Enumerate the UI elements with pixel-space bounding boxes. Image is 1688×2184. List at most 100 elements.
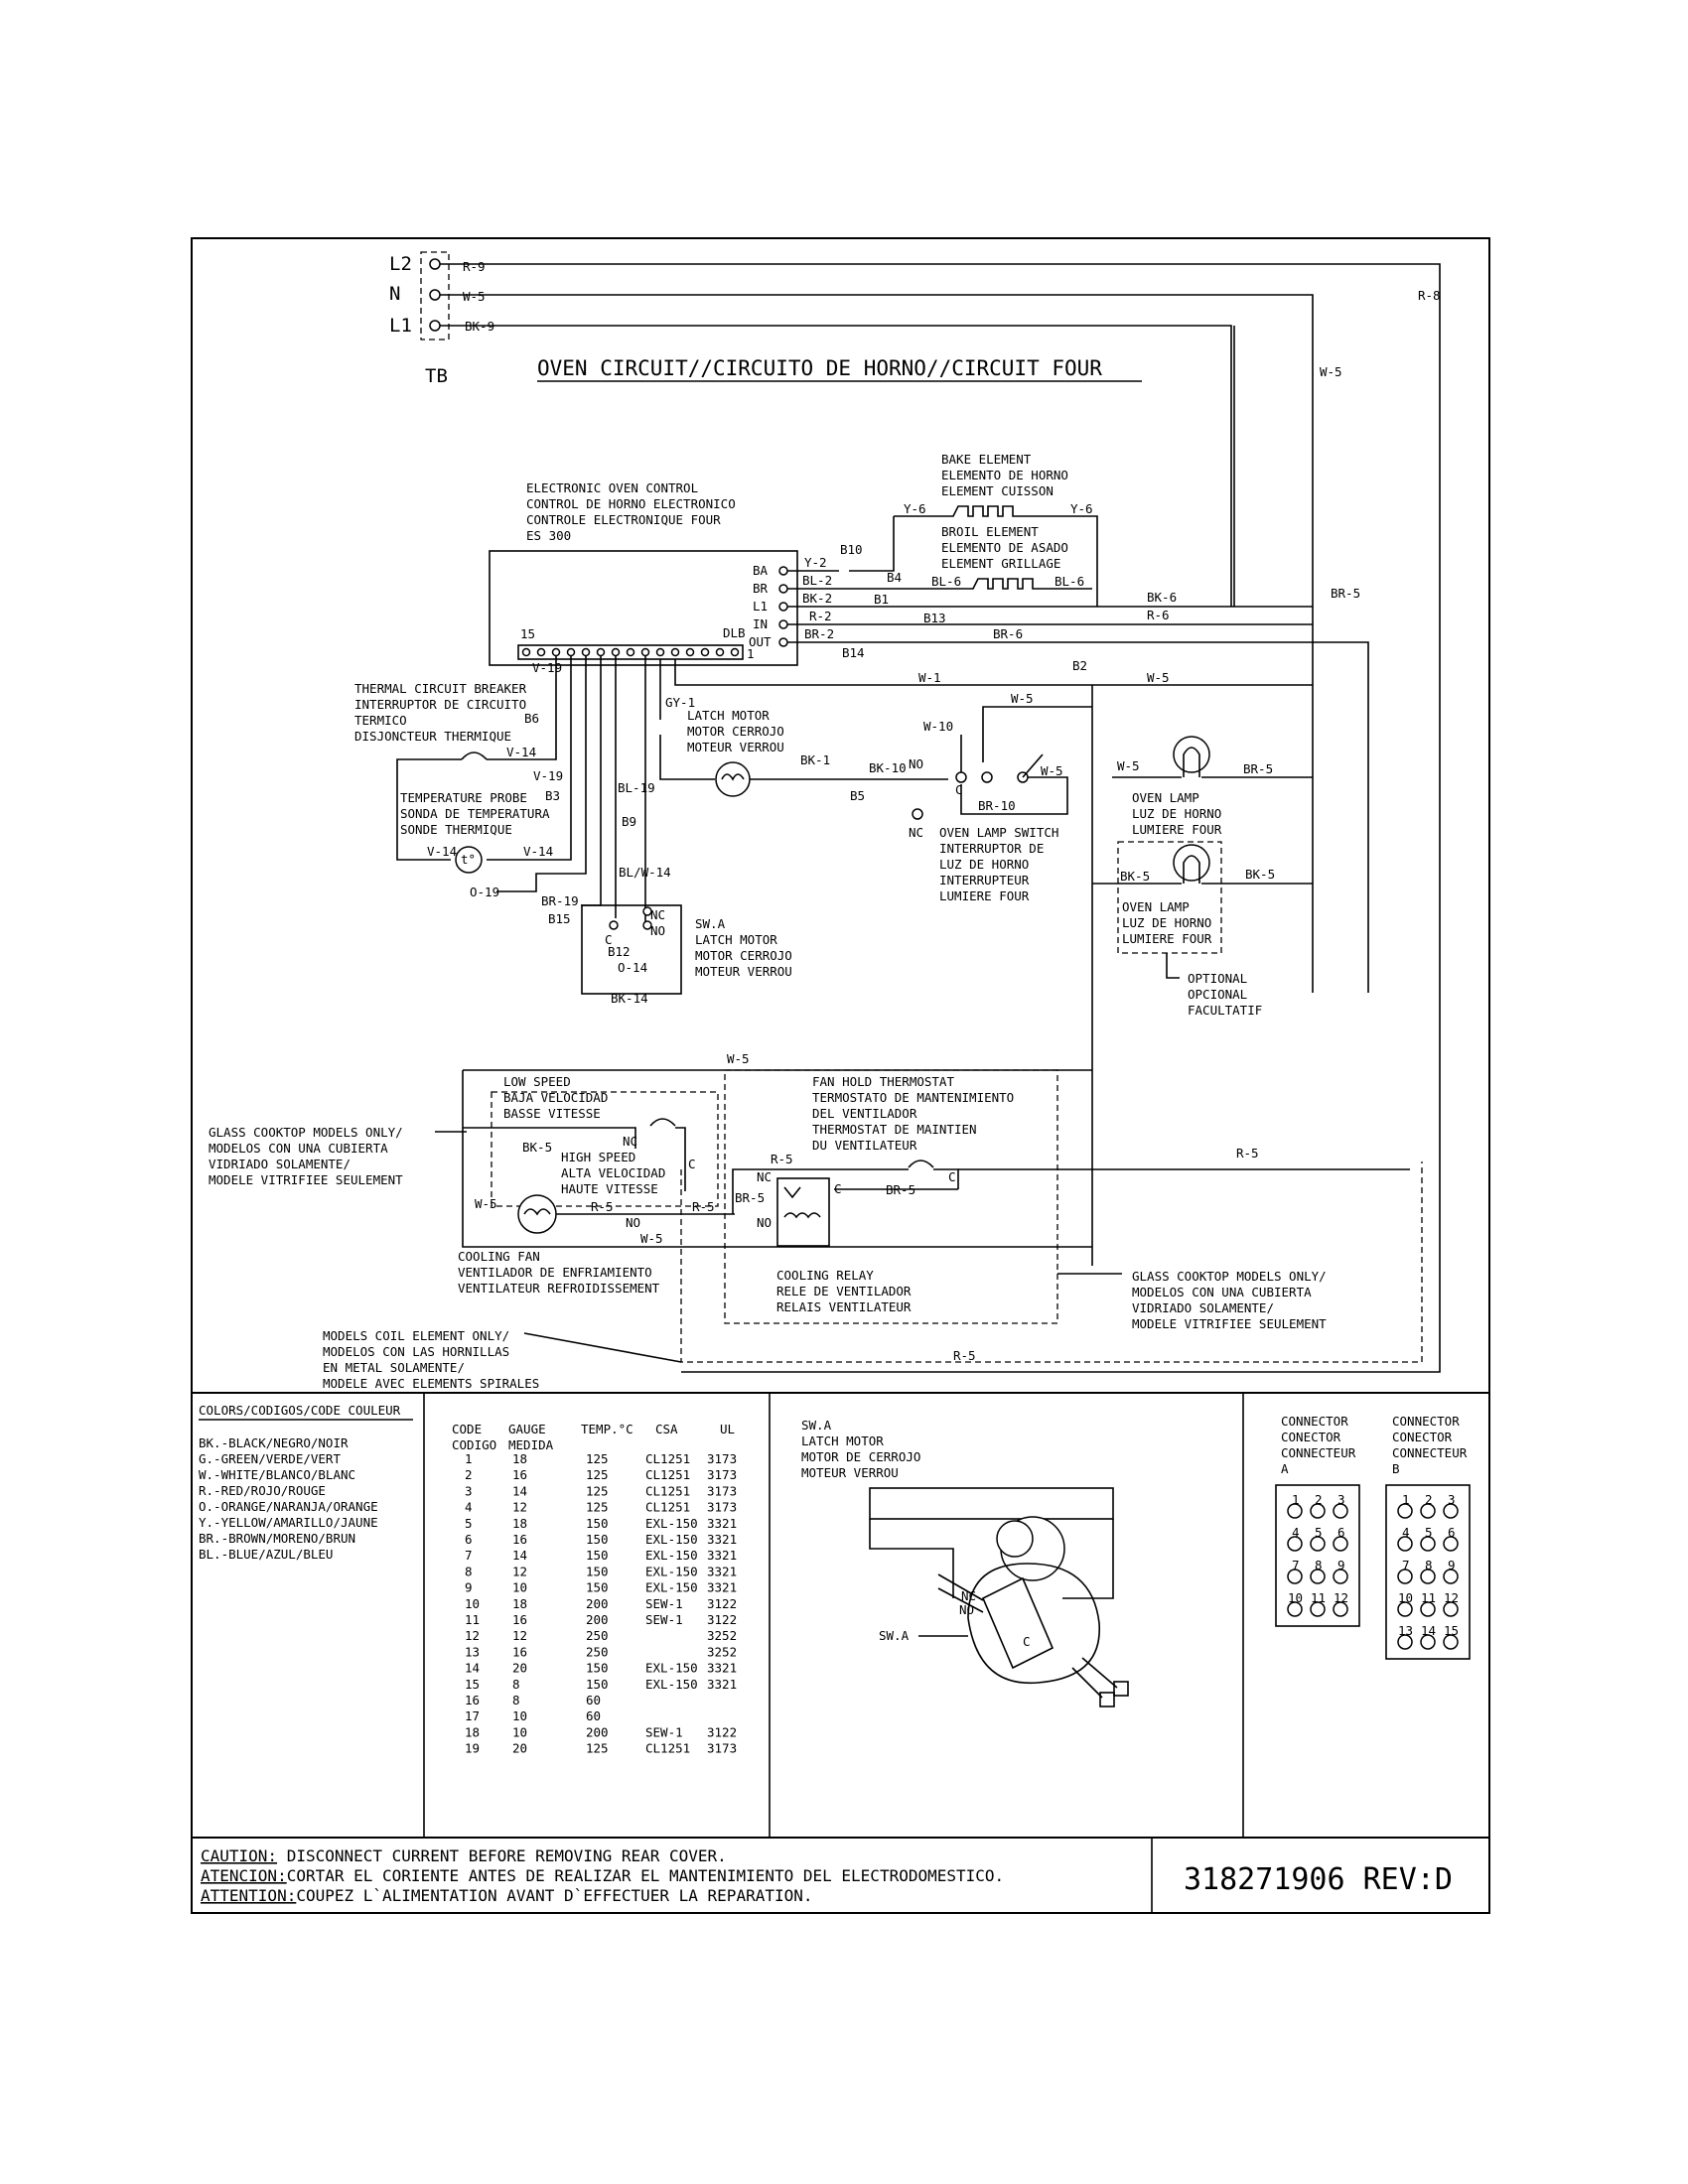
table-cell: 14 <box>512 1483 527 1498</box>
connector-pin-label: 7 <box>1402 1558 1410 1572</box>
connector-a-body <box>1275 1484 1360 1627</box>
table-cell: 150 <box>586 1677 609 1692</box>
table-cell: 18 <box>512 1596 527 1611</box>
table-cell: 16 <box>512 1467 527 1482</box>
oven-lamp-1: W-5 BR-5 OVEN LAMP LUZ DE HORNO LUMIERE … <box>1112 736 1313 837</box>
glass-right-label-4: MODELE VITRIFIEE SEULEMENT <box>1132 1316 1327 1331</box>
wire-label-v14a: V-14 <box>506 745 536 759</box>
table-cell: CL1251 <box>645 1483 690 1498</box>
thermal-label-3: TERMICO <box>354 713 407 728</box>
wire-label-bk6: BK-6 <box>1147 590 1177 605</box>
table-cell: EXL-150 <box>645 1516 698 1531</box>
connector-pin-label: 2 <box>1315 1492 1323 1507</box>
wire-label-b12: B12 <box>608 944 631 959</box>
broil-label-3: ELEMENT GRILLAGE <box>941 556 1060 571</box>
wire-label-bk2: BK-2 <box>802 591 832 606</box>
glass-left-label-1: GLASS COOKTOP MODELS ONLY/ <box>209 1125 403 1140</box>
wire-label-br5: BR-5 <box>1331 586 1360 601</box>
connector-pin <box>1333 1569 1348 1584</box>
table-cell: 3252 <box>707 1644 737 1659</box>
table-cell: 10 <box>512 1708 527 1723</box>
glass-cooktop-note-right: GLASS COOKTOP MODELS ONLY/ MODELOS CON U… <box>1057 1269 1327 1331</box>
table-cell: 10 <box>512 1724 527 1739</box>
color-item-blue: BL.-BLUE/AZUL/BLEU <box>199 1547 333 1562</box>
gauge-table-header: CODE GAUGE TEMP.°C CSA UL CODIGO MEDIDA <box>452 1422 735 1452</box>
lamp1-filament <box>1183 747 1200 777</box>
table-cell: 11 <box>465 1612 480 1627</box>
connector-pin <box>1443 1569 1459 1584</box>
table-cell: 3173 <box>707 1500 737 1515</box>
caution-line-es: ATENCION:CORTAR EL CORIENTE ANTES DE REA… <box>201 1866 1004 1885</box>
lamp-switch-label-4: INTERRUPTEUR <box>939 873 1030 887</box>
color-item-orange: O.-ORANGE/NARANJA/ORANGE <box>199 1499 378 1514</box>
wire-label-br10: BR-10 <box>978 798 1016 813</box>
relay-c-label: C <box>834 1181 842 1196</box>
wire-label-w5e: W-5 <box>1041 763 1063 778</box>
wire-label-w5: W-5 <box>463 289 486 304</box>
thermal-label-1: THERMAL CIRCUIT BREAKER <box>354 681 527 696</box>
sw-a-switch: BL/W-14 BL-19 B9 BR-19 B15 C NC NO B12 O… <box>541 655 792 1006</box>
table-cell: 200 <box>586 1596 609 1611</box>
wire-label-r5d: R-5 <box>1236 1146 1259 1160</box>
fan-hold-label-5: DU VENTILATEUR <box>812 1138 917 1153</box>
table-cell: 125 <box>586 1500 609 1515</box>
terminal-l2: L2 <box>389 253 412 275</box>
connector-pin <box>1333 1536 1348 1552</box>
pin-br: BR <box>753 581 769 596</box>
low-speed-c-label: C <box>688 1157 696 1171</box>
wire-label-w5g: W-5 <box>727 1051 750 1066</box>
caution-line-fr: ATTENTION:COUPEZ L`ALIMENTATION AVANT D`… <box>201 1886 813 1905</box>
table-cell: 10 <box>512 1580 527 1595</box>
table-cell: 3321 <box>707 1532 737 1547</box>
swa-bracket-top <box>869 1487 1114 1520</box>
lamp2-bulb <box>1173 844 1210 882</box>
wire-label-o14: O-14 <box>618 960 647 975</box>
swa-switch-body <box>981 1576 1055 1670</box>
cooling-relay-box <box>776 1177 830 1247</box>
pin-1-label: 1 <box>747 646 755 661</box>
swa-c-label: C <box>1023 1634 1031 1649</box>
swa-detail-label-1: SW.A <box>801 1418 832 1433</box>
table-cell: 4 <box>465 1500 473 1515</box>
header-code: CODE <box>452 1422 482 1436</box>
table-cell: 5 <box>465 1516 473 1531</box>
broil-element-coil <box>894 578 1092 590</box>
connector-pin <box>1310 1569 1326 1584</box>
connector-b-label-3: CONNECTEUR <box>1392 1445 1468 1460</box>
latch-motor: GY-1 LATCH MOTOR MOTOR CERROJO MOTEUR VE… <box>659 659 948 803</box>
connector-pin-label: 9 <box>1448 1558 1456 1572</box>
caution-keyword-fr: ATTENTION: <box>201 1886 296 1905</box>
high-speed-label-1: HIGH SPEED <box>561 1150 635 1164</box>
connector-pin <box>1443 1601 1459 1617</box>
connector-pin-label: 12 <box>1334 1590 1348 1605</box>
latch-motor-label-2: MOTOR CERROJO <box>687 724 784 739</box>
latch-motor-label-3: MOTEUR VERROU <box>687 740 784 754</box>
sw-a-detail: SW.A LATCH MOTOR MOTOR DE CERROJO MOTEUR… <box>801 1418 1129 1707</box>
connector-pin-label: 3 <box>1337 1492 1345 1507</box>
color-item-brown: BR.-BROWN/MORENO/BRUN <box>199 1531 355 1546</box>
wire-label-br5d: BR-5 <box>735 1190 765 1205</box>
latch-motor-label-1: LATCH MOTOR <box>687 708 770 723</box>
coil-models-boundary <box>680 1161 1423 1363</box>
table-cell: 8 <box>465 1564 473 1578</box>
control-label-4: ES 300 <box>526 528 571 543</box>
table-cell: 12 <box>512 1500 527 1515</box>
connector-pin <box>1443 1503 1459 1519</box>
lamp-switch-label-3: LUZ DE HORNO <box>939 857 1029 872</box>
color-item-yellow: Y.-YELLOW/AMARILLO/JAUNE <box>199 1515 378 1530</box>
caution-keyword-en: CAUTION: <box>201 1846 277 1865</box>
switch-no-label: NO <box>909 756 923 771</box>
wire-label-w5i: W-5 <box>640 1231 663 1246</box>
low-speed-nc-label: NC <box>623 1134 637 1149</box>
table-cell: 8 <box>512 1677 520 1692</box>
terminal-l2-post <box>429 258 441 270</box>
pin-15-label: 15 <box>520 626 535 641</box>
probe-symbol <box>455 846 483 874</box>
table-cell: 3173 <box>707 1741 737 1756</box>
connector-pin-label: 4 <box>1292 1525 1300 1540</box>
broil-element: BROIL ELEMENT ELEMENTO DE ASADO ELEMENT … <box>894 524 1092 590</box>
connector-pin <box>1420 1634 1436 1650</box>
terminal-label: TB <box>425 365 448 387</box>
